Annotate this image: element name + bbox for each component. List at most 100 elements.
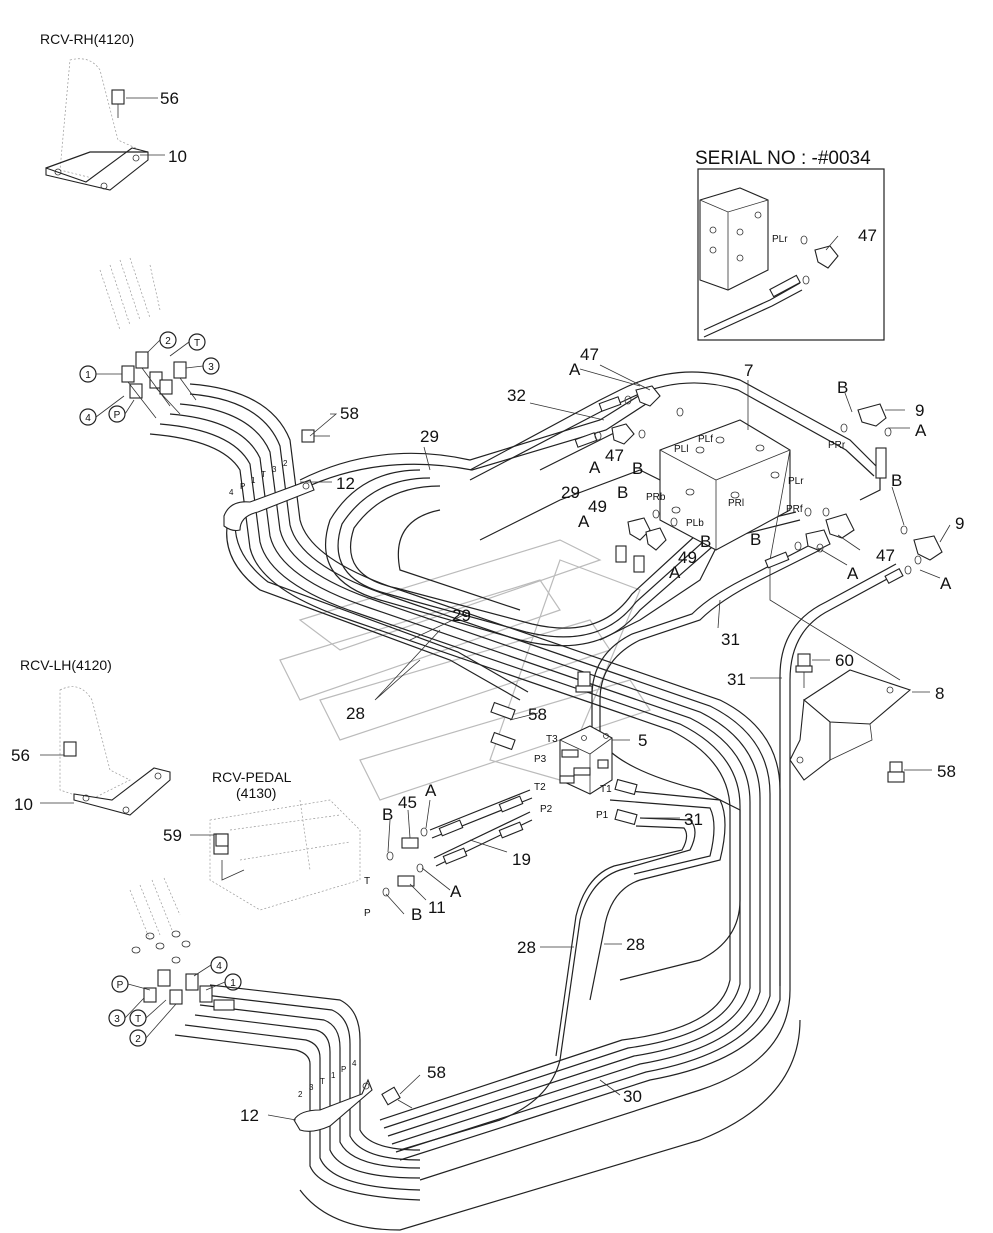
tube-mark: P — [341, 1065, 346, 1074]
callout: 10 — [14, 795, 33, 814]
rcv-rh-joystick — [45, 58, 161, 331]
callout: 31 — [684, 810, 703, 829]
callout: 32 — [507, 386, 526, 405]
callout: 29 — [420, 427, 439, 446]
port-label: PLr — [772, 234, 788, 245]
rcv-pedal-header-2: (4130) — [236, 785, 276, 801]
callout: 58 — [340, 404, 359, 423]
circle-label: 3 — [208, 362, 214, 373]
callout: 49 — [588, 497, 607, 516]
port-label: PLl — [674, 444, 688, 455]
callout: 12 — [240, 1106, 259, 1125]
callout: B — [700, 532, 711, 551]
lh-port-fittings — [131, 930, 235, 1011]
callout: 28 — [517, 938, 536, 957]
callout: 28 — [626, 935, 645, 954]
tubes-31 — [419, 543, 901, 1181]
callout: 19 — [512, 850, 531, 869]
callout: B — [382, 805, 393, 824]
port-labels: PLr PLf PLl PRr PLr PRb PRl PLb PRf T3 P… — [364, 234, 846, 919]
tube-mark: 1 — [331, 1071, 336, 1080]
circle-label: P — [114, 410, 121, 421]
port-label: PRr — [828, 440, 846, 451]
callout: 45 — [398, 793, 417, 812]
circle-label: 4 — [85, 413, 91, 424]
callout: 29 — [452, 606, 471, 625]
circle-label: T — [194, 338, 200, 349]
callout: 56 — [160, 89, 179, 108]
tube-marks: 4 P 1 T 3 2 2 3 T 1 P 4 — [229, 459, 357, 1099]
callout: 11 — [428, 898, 446, 917]
callout: A — [578, 512, 590, 531]
port-label: PLf — [698, 434, 713, 445]
callout: B — [411, 905, 422, 924]
port-label: PRf — [786, 504, 803, 515]
callout: 30 — [623, 1087, 642, 1106]
rcv-pedal-header-1: RCV-PEDAL — [212, 769, 292, 785]
circle-label: 3 — [114, 1014, 120, 1025]
port-label: P3 — [534, 754, 547, 765]
callout: B — [891, 471, 902, 490]
callout: 10 — [168, 147, 187, 166]
callout: 31 — [727, 670, 746, 689]
callout: 29 — [561, 483, 580, 502]
callout: B — [632, 459, 643, 478]
circle-label: 1 — [230, 978, 236, 989]
tube-mark: 2 — [298, 1090, 303, 1099]
circled-labels: 1 2 T 3 4 P P 4 1 3 T 2 — [85, 336, 236, 1045]
bolts — [215, 429, 905, 1109]
callout: 47 — [858, 226, 877, 245]
callout: B — [750, 530, 761, 549]
port-label: P2 — [540, 804, 553, 815]
port-label: T3 — [546, 734, 558, 745]
tubes-28 — [399, 789, 726, 1151]
callout: 31 — [721, 630, 740, 649]
tube-mark: 4 — [352, 1059, 357, 1068]
callout: 28 — [346, 704, 365, 723]
callout: A — [569, 360, 581, 379]
callout: 58 — [937, 762, 956, 781]
leader-lines — [40, 97, 951, 1121]
rcv-pedal — [209, 799, 361, 911]
hose-19 — [382, 789, 533, 897]
circle-label: 4 — [216, 961, 222, 972]
port-label: PLb — [686, 518, 704, 529]
port-label: P — [364, 908, 371, 919]
circle-label: T — [135, 1014, 141, 1025]
port-label: T — [364, 876, 370, 887]
serial-title: SERIAL NO : -#0034 — [695, 148, 871, 169]
tube-mark: T — [320, 1077, 325, 1086]
callout: 60 — [835, 651, 854, 670]
callout: B — [837, 378, 848, 397]
tube-mark: 2 — [283, 459, 288, 468]
port-label: PLr — [788, 476, 804, 487]
callout: 58 — [528, 705, 547, 724]
port-label: T1 — [600, 784, 612, 795]
rcv-lh-joystick — [59, 686, 181, 941]
tube-mark: 3 — [309, 1083, 314, 1092]
circle-label: 1 — [85, 370, 91, 381]
callout: A — [940, 574, 952, 593]
callout: 12 — [336, 474, 355, 493]
callout: 58 — [427, 1063, 446, 1082]
circle-label: 2 — [135, 1034, 141, 1045]
rcv-rh-header: RCV-RH(4120) — [40, 31, 134, 47]
callout: 5 — [638, 731, 647, 750]
callout: A — [450, 882, 462, 901]
callout: A — [915, 421, 927, 440]
callout: 47 — [876, 546, 895, 565]
circled-markers — [79, 331, 242, 1047]
callout: A — [669, 563, 681, 582]
clamps — [223, 479, 373, 1132]
callout: 9 — [915, 401, 924, 420]
callout: 7 — [744, 361, 753, 380]
callout: 9 — [955, 514, 964, 533]
tube-mark: 3 — [272, 465, 277, 474]
callout: A — [589, 458, 601, 477]
circle-label: 2 — [165, 336, 171, 347]
valve-block-5 — [559, 725, 613, 795]
port-label: PRb — [646, 492, 666, 503]
circle-label: P — [117, 980, 124, 991]
port-label: PRl — [728, 498, 744, 509]
